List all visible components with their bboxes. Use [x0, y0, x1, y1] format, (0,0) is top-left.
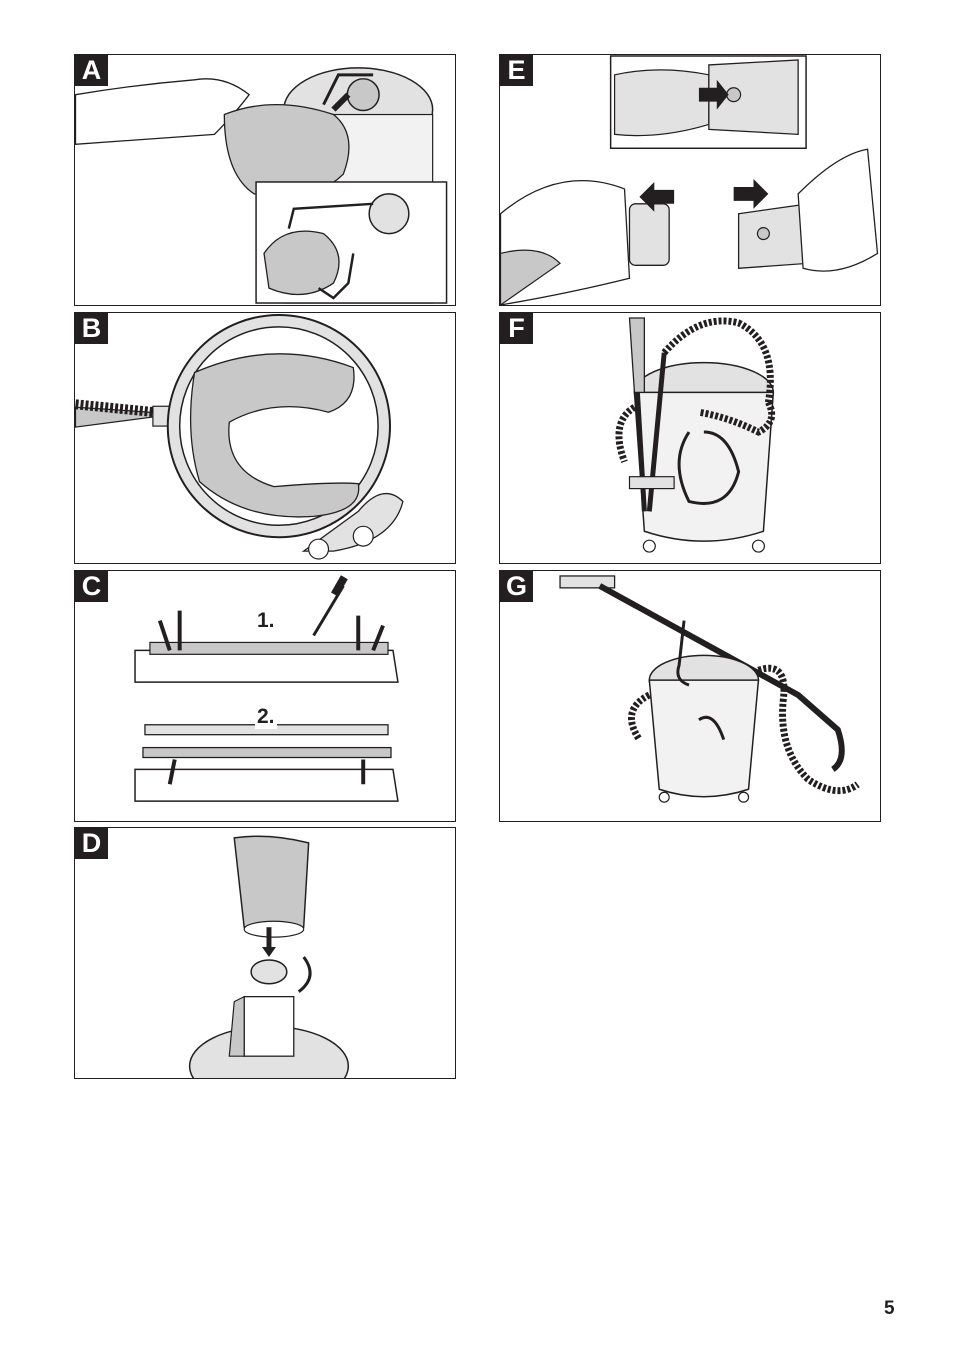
- panel-f: F: [499, 312, 881, 564]
- panel-a: A: [74, 54, 456, 306]
- illustration-hose-release: [500, 55, 880, 305]
- panel-label-c: C: [75, 571, 108, 602]
- panel-label-a: A: [75, 55, 108, 86]
- step-2-label: 2.: [255, 705, 277, 729]
- panel-g: G: [499, 570, 881, 822]
- panel-label-d: D: [75, 828, 108, 859]
- panel-label-b: B: [75, 313, 108, 344]
- illustration-carrying-vacuum: [500, 571, 880, 821]
- illustration-cartridge-filter: [75, 828, 455, 1078]
- panel-label-e: E: [500, 55, 533, 86]
- panel-e: E: [499, 54, 881, 306]
- page-number: 5: [884, 1298, 895, 1320]
- illustration-bag-inside-container: [75, 313, 455, 563]
- panel-c: C 1. 2.: [74, 570, 456, 822]
- panel-label-g: G: [500, 571, 533, 602]
- step-1-label: 1.: [255, 609, 277, 633]
- panel-b: B: [74, 312, 456, 564]
- panel-label-f: F: [500, 313, 533, 344]
- panel-d: D: [74, 827, 456, 1079]
- illustration-filter-bag-insert: [75, 55, 455, 305]
- illustration-accessory-storage: [500, 313, 880, 563]
